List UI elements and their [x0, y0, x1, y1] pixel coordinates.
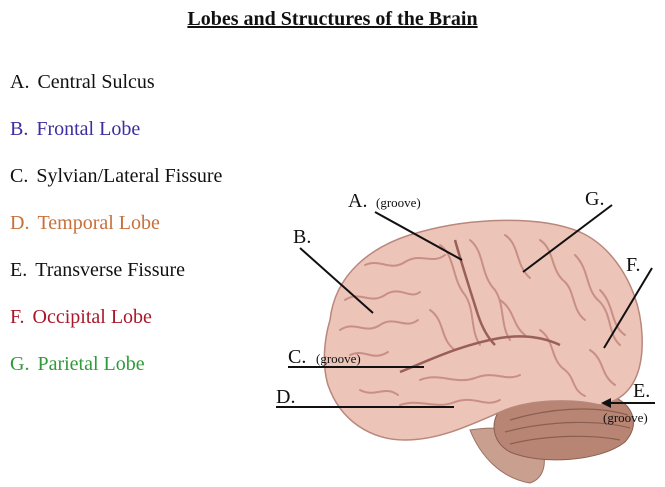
legend-item-sylvian-fissure: C. Sylvian/Lateral Fissure	[10, 164, 222, 188]
callout-c-letter: C.	[288, 346, 306, 368]
callout-a-letter: A.	[348, 190, 367, 212]
callout-b-line	[299, 247, 374, 314]
legend-item-parietal-lobe: G. Parietal Lobe	[10, 352, 145, 376]
legend-letter: A.	[10, 71, 30, 93]
callout-g-letter: G.	[585, 188, 604, 210]
legend-item-central-sulcus: A. Central Sulcus	[10, 70, 155, 94]
callout-e-arrowhead	[601, 398, 611, 408]
legend-letter: F.	[10, 306, 25, 328]
legend-item-occipital-lobe: F. Occipital Lobe	[10, 305, 152, 329]
page-title: Lobes and Structures of the Brain	[187, 8, 478, 30]
legend-item-transverse-fissure: E. Transverse Fissure	[10, 258, 185, 282]
callout-g-line	[522, 204, 613, 273]
callout-e-note: (groove)	[603, 410, 648, 425]
callout-e-letter: E.	[633, 380, 650, 402]
cerebellum-folds	[504, 408, 631, 445]
callout-f-letter: F.	[626, 254, 641, 276]
legend-label: Sylvian/Lateral Fissure	[36, 165, 223, 187]
legend-letter: E.	[10, 259, 28, 281]
callout-c-note: (groove)	[316, 351, 361, 366]
sylvian-fissure	[399, 335, 561, 374]
legend-label: Frontal Lobe	[36, 118, 141, 140]
callout-a-line	[374, 211, 463, 261]
legend-label: Parietal Lobe	[37, 353, 145, 375]
legend-item-temporal-lobe: D. Temporal Lobe	[10, 211, 160, 235]
legend-letter: D.	[10, 212, 30, 234]
callout-d-letter: D.	[276, 386, 295, 408]
legend-letter: C.	[10, 165, 29, 187]
legend-item-frontal-lobe: B. Frontal Lobe	[10, 117, 140, 141]
legend-label: Occipital Lobe	[32, 306, 152, 328]
legend-label: Transverse Fissure	[35, 259, 186, 281]
callout-b-letter: B.	[293, 226, 311, 248]
legend-letter: B.	[10, 118, 29, 140]
central-sulcus	[453, 239, 496, 346]
legend-letter: G.	[10, 353, 30, 375]
legend-label: Central Sulcus	[37, 71, 155, 93]
callout-a-note: (groove)	[376, 195, 421, 210]
callout-f-line	[603, 267, 653, 349]
legend-label: Temporal Lobe	[37, 212, 160, 234]
